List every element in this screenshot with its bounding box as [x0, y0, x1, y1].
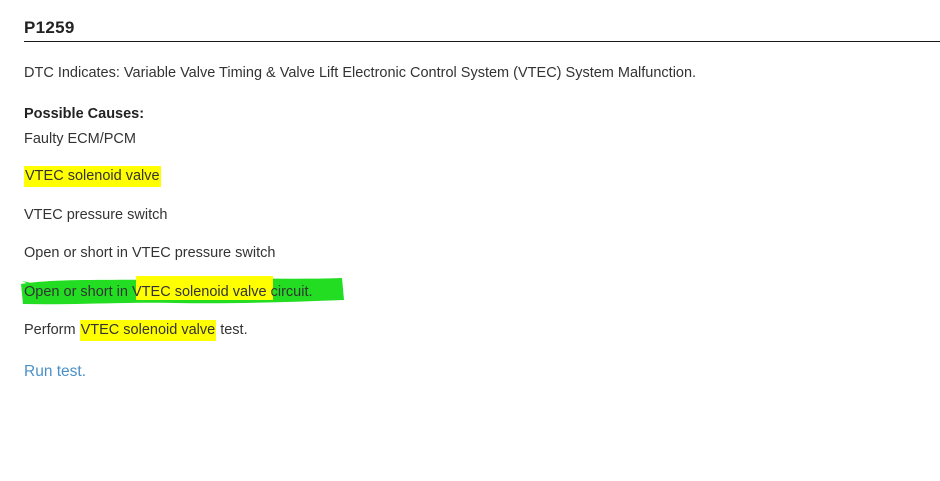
cause-item: VTEC pressure switch — [24, 207, 168, 223]
perform-prefix: Perform — [24, 322, 80, 338]
open-short-highlighted-term: VTEC solenoid valve — [132, 284, 267, 300]
open-short-suffix: circuit. — [266, 284, 313, 300]
highlight-yellow-perform-term: VTEC solenoid valve — [79, 320, 217, 341]
possible-causes-heading: Possible Causes: — [24, 106, 145, 122]
page-title: P1259 — [24, 18, 75, 37]
cause-item: Open or short in VTEC pressure switch — [24, 245, 276, 261]
open-short-prefix: Open or short in — [24, 284, 132, 300]
cause-item: Faulty ECM/PCM — [24, 131, 136, 147]
cause-item: VTEC solenoid valve — [24, 166, 161, 187]
perform-test-line: Perform VTEC solenoid valve test. — [24, 320, 248, 341]
open-short-circuit-line: Open or short in VTEC solenoid valve cir… — [24, 283, 313, 302]
run-test-link[interactable]: Run test. — [24, 363, 87, 380]
dtc-description: DTC Indicates: Variable Valve Timing & V… — [24, 65, 697, 81]
header-divider — [24, 41, 940, 42]
highlight-yellow-vtec-solenoid-valve: VTEC solenoid valve — [24, 166, 161, 187]
perform-suffix: test. — [216, 322, 248, 338]
